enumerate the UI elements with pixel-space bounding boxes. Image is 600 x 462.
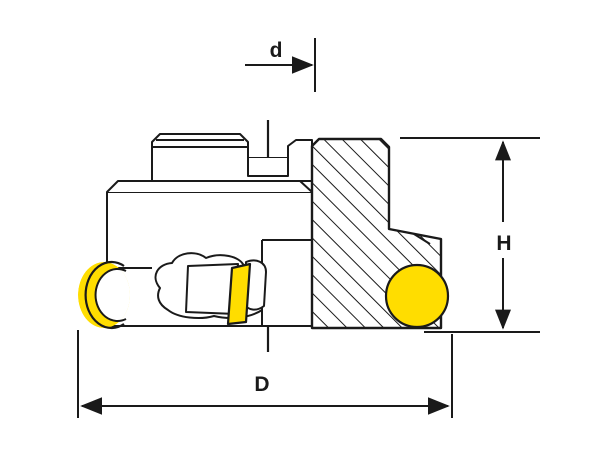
dimension-H-label: H — [496, 232, 511, 255]
dimension-D-label: D — [254, 373, 269, 396]
o-ring-seal — [384, 263, 450, 329]
dimension-D: D — [77, 330, 453, 418]
dimension-d: d — [245, 38, 316, 92]
dimension-H: H — [400, 137, 540, 333]
c-shaped-lip-seal — [78, 260, 130, 330]
energizer-spring-bar — [226, 262, 252, 326]
dimension-d-label: d — [270, 39, 283, 62]
